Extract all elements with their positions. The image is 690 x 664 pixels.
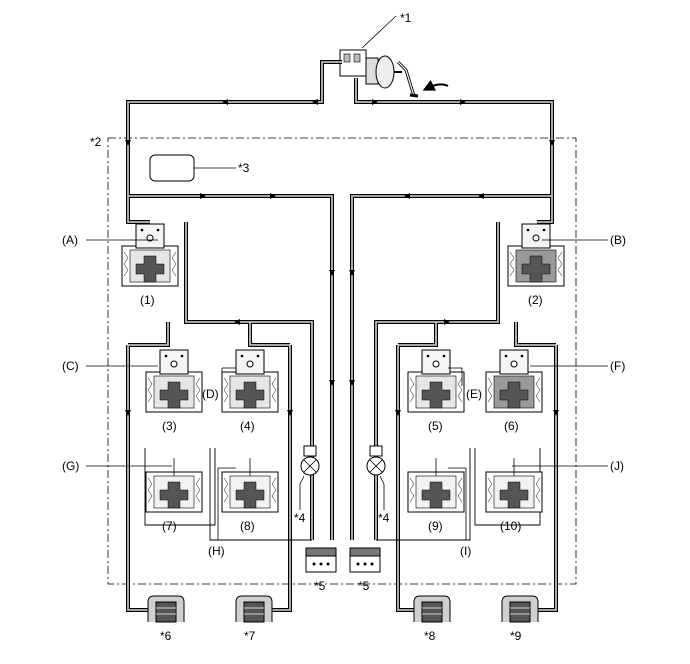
brake-pipes bbox=[126, 60, 558, 612]
callout-wheel-1: *6 bbox=[160, 629, 172, 643]
valve-5 bbox=[407, 349, 465, 413]
actuator-boundary bbox=[107, 137, 577, 585]
callout-reservoir-right: *5 bbox=[358, 579, 370, 593]
valve-7 bbox=[145, 458, 203, 513]
label-n4: (4) bbox=[240, 419, 255, 433]
label-n1: (1) bbox=[140, 293, 155, 307]
wheel-cylinder-4 bbox=[501, 595, 539, 623]
callout-ecu: *3 bbox=[238, 161, 250, 175]
reservoir-left bbox=[305, 547, 337, 573]
label-n5: (5) bbox=[428, 419, 443, 433]
label-n2: (2) bbox=[528, 293, 543, 307]
valve-group bbox=[121, 223, 565, 513]
label-J: (J) bbox=[610, 459, 624, 473]
wheel-cylinder-3 bbox=[413, 595, 451, 623]
label-F: (F) bbox=[610, 359, 625, 373]
ecu-box bbox=[149, 154, 195, 182]
callout-pump-right: *4 bbox=[378, 511, 390, 525]
pump-left bbox=[300, 445, 320, 476]
callout-actuator: *2 bbox=[90, 135, 102, 149]
valve-1 bbox=[121, 223, 179, 287]
label-n9: (9) bbox=[428, 519, 443, 533]
callout-pump-left: *4 bbox=[294, 511, 306, 525]
wheel-cylinder-1 bbox=[147, 595, 185, 623]
valve-6 bbox=[485, 349, 543, 413]
label-H: (H) bbox=[208, 544, 225, 558]
leader-lines bbox=[86, 239, 608, 540]
valve-4 bbox=[221, 349, 279, 413]
label-I: (I) bbox=[460, 544, 471, 558]
label-D: (D) bbox=[202, 387, 219, 401]
callout-wheel-4: *9 bbox=[510, 629, 522, 643]
label-n10: (10) bbox=[500, 519, 521, 533]
callout-reservoir-left: *5 bbox=[314, 579, 326, 593]
callout-master-cylinder: *1 bbox=[400, 11, 412, 25]
label-B: (B) bbox=[610, 233, 626, 247]
callout-wheel-2: *7 bbox=[244, 629, 256, 643]
reservoir-right bbox=[349, 547, 381, 573]
valve-9 bbox=[407, 458, 465, 513]
callout-wheel-3: *8 bbox=[424, 629, 436, 643]
flow-arrows bbox=[125, 99, 559, 416]
label-n3: (3) bbox=[162, 419, 177, 433]
label-A: (A) bbox=[62, 233, 78, 247]
label-n6: (6) bbox=[504, 419, 519, 433]
wheel-cylinder-2 bbox=[235, 595, 273, 623]
pump-right bbox=[366, 445, 386, 476]
label-C: (C) bbox=[62, 359, 79, 373]
label-n8: (8) bbox=[240, 519, 255, 533]
valve-2 bbox=[507, 223, 565, 287]
valve-10 bbox=[485, 458, 543, 513]
valve-3 bbox=[145, 349, 203, 413]
label-n7: (7) bbox=[162, 519, 177, 533]
label-G: (G) bbox=[62, 459, 79, 473]
wheel-cylinders bbox=[147, 595, 539, 623]
valve-8 bbox=[221, 458, 279, 513]
label-E: (E) bbox=[466, 387, 482, 401]
